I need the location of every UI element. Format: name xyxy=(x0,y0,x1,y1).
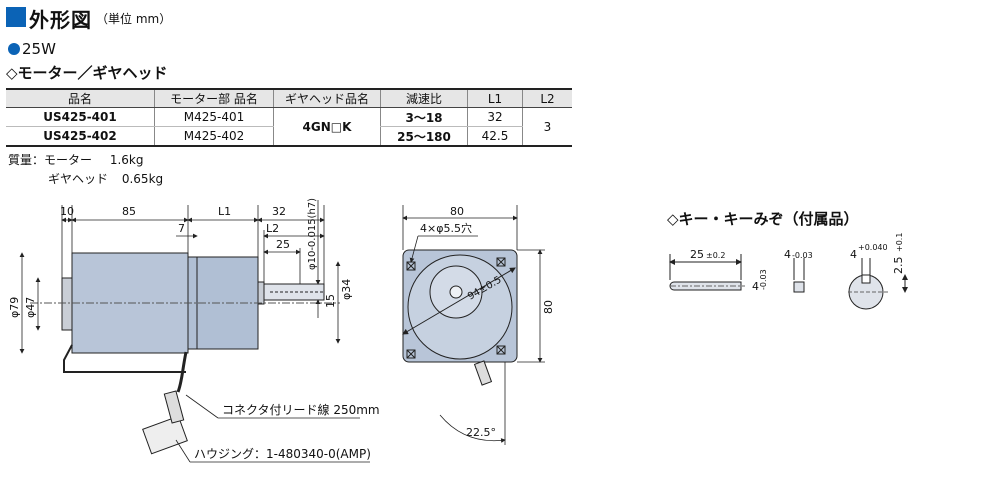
title-marker xyxy=(6,7,26,27)
dim-phi10: φ10-0.015(h7) xyxy=(307,198,318,270)
key-title: ◇キー・キーみぞ（付属品） xyxy=(667,210,859,228)
dim-10: 10 xyxy=(60,205,74,218)
table-row: US425-401 M425-401 4GN□K 3～18 32 3 xyxy=(6,107,572,147)
spec-table: 品名 モーター部 品名 ギヤヘッド品名 減速比 L1 L2 US425-401 … xyxy=(6,88,572,147)
key-length: 25 xyxy=(690,248,704,261)
ratio: 3～18 xyxy=(380,107,468,127)
table-row: US425-402 M425-402 25～180 42.5 xyxy=(6,126,572,147)
section-subtitle: ◇モーター／ギヤヘッド xyxy=(6,64,168,82)
bullet-icon xyxy=(8,43,20,55)
dim-phi47: φ47 xyxy=(24,297,37,318)
key-length-tol: ±0.2 xyxy=(706,251,725,260)
motor-name: M425-402 xyxy=(154,126,274,147)
dim-l1: L1 xyxy=(218,205,231,218)
side-dim-labels: 10 85 L1 32 7 L2 25 φ10-0.015(h7) 15 φ34… xyxy=(8,198,380,461)
product-name: US425-402 xyxy=(6,126,155,147)
connector-label: コネクタ付リード線 250mm xyxy=(222,402,380,417)
front-dimensions xyxy=(402,205,545,445)
col-header: 減速比 xyxy=(380,88,468,108)
col-header: L1 xyxy=(467,88,523,108)
gearhead-name: 4GN□K xyxy=(273,107,381,147)
col-header: L2 xyxy=(522,88,572,108)
key-width-tol: -0.03 xyxy=(792,251,813,260)
dim-phi34: φ34 xyxy=(340,279,353,300)
key-drawing xyxy=(669,254,908,310)
slot-width: 4 xyxy=(850,248,857,261)
page-title: 外形図 xyxy=(29,8,92,32)
key-dim-labels: 25 ±0.2 4 -0.03 4 -0.03 4 +0.040 2.5 +0.… xyxy=(690,233,905,293)
weight-gear-value: 0.65kg xyxy=(121,172,164,186)
dim-25: 25 xyxy=(276,238,290,251)
dim-32: 32 xyxy=(272,205,286,218)
weight-gear-label: ギヤヘッド xyxy=(48,172,109,186)
side-view xyxy=(30,252,340,455)
front-dim-80-side: 80 xyxy=(542,300,555,314)
slot-depth-tol: +0.1 xyxy=(895,233,904,252)
col-header: 品名 xyxy=(6,88,155,108)
dim-l2: L2 xyxy=(266,222,279,235)
weight-motor-value: 1.6kg xyxy=(109,153,144,167)
dim-phi79: φ79 xyxy=(8,297,21,318)
col-header: ギヤヘッド品名 xyxy=(273,88,381,108)
product-name: US425-401 xyxy=(6,107,155,127)
slot-depth: 2.5 xyxy=(892,257,905,275)
dim-15: 15 xyxy=(324,294,337,308)
holes-label: 4×φ5.5穴 xyxy=(420,221,472,235)
key-height: 4 xyxy=(752,280,759,293)
weight-info: 質量：モーター 1.6kg ギヤヘッド 0.65kg xyxy=(8,151,163,189)
motor-name: M425-401 xyxy=(154,107,274,127)
dim-7: 7 xyxy=(178,222,185,235)
ratio: 25～180 xyxy=(380,126,468,147)
col-header: モーター部 品名 xyxy=(154,88,274,108)
front-view xyxy=(402,249,518,386)
l1-value: 42.5 xyxy=(467,126,523,147)
side-dimensions xyxy=(19,200,370,463)
dim-85: 85 xyxy=(122,205,136,218)
power-label: 25W xyxy=(22,40,56,58)
slot-width-tol: +0.040 xyxy=(858,243,888,252)
key-height-tol: -0.03 xyxy=(759,269,768,290)
angle-label: 22.5° xyxy=(466,426,496,439)
front-dim-80-top: 80 xyxy=(450,205,464,218)
l2-value: 3 xyxy=(522,107,572,147)
housing-label: ハウジング：1-480340-0(AMP) xyxy=(194,447,371,461)
key-width: 4 xyxy=(784,248,791,261)
l1-value: 32 xyxy=(467,107,523,127)
weight-motor-label: 質量：モーター xyxy=(8,153,93,167)
unit-note: （単位 mm） xyxy=(96,12,172,26)
